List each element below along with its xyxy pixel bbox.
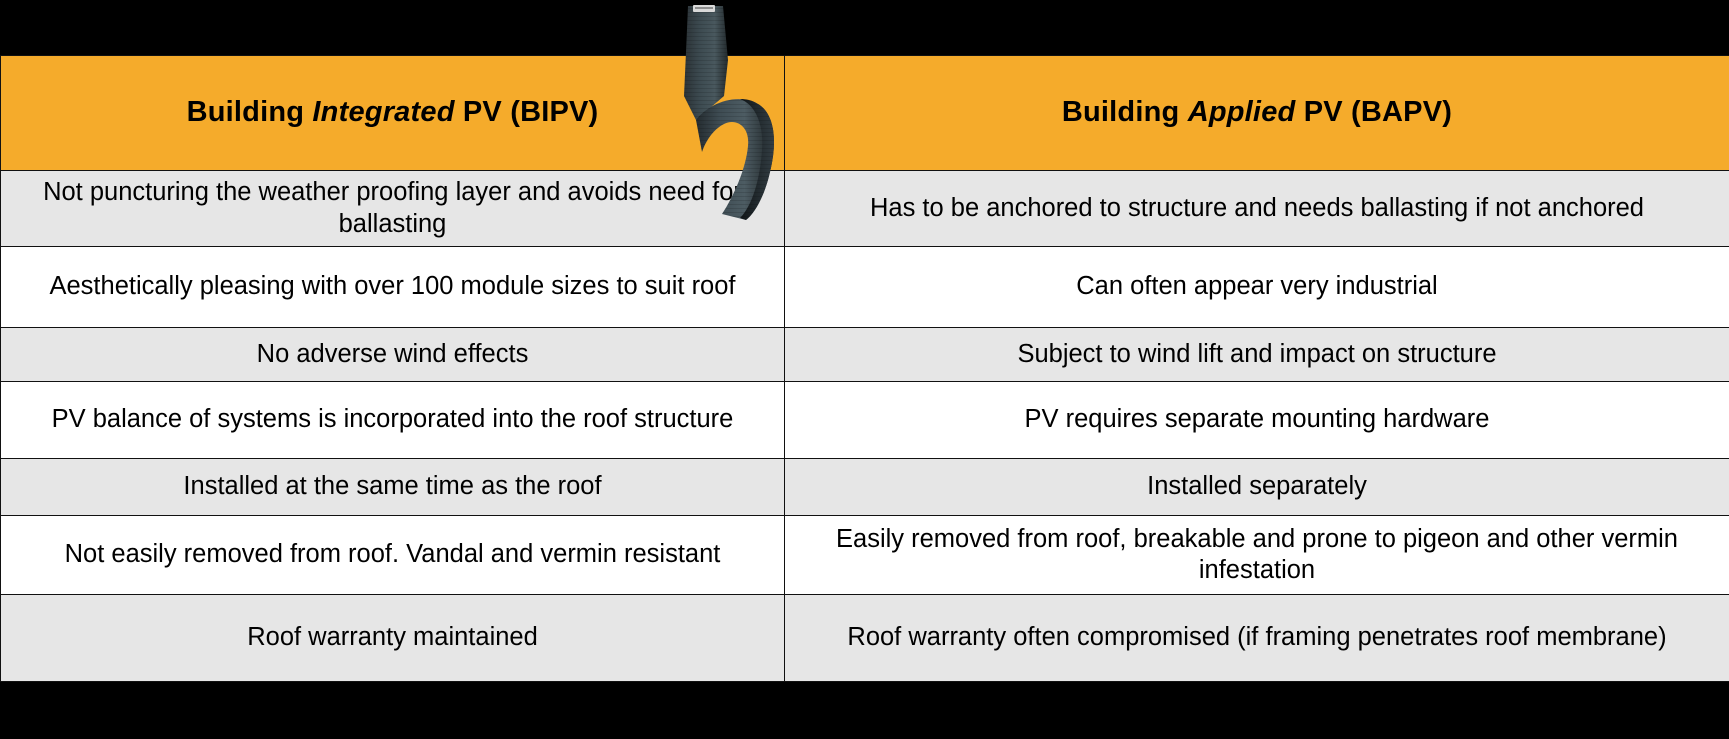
cell-bipv: Aesthetically pleasing with over 100 mod… (0, 246, 785, 328)
table-row: Not easily removed from roof. Vandal and… (0, 515, 1729, 595)
cell-bapv: Subject to wind lift and impact on struc… (784, 327, 1729, 382)
table-header: Building Integrated PV (BIPV) Building A… (0, 55, 1729, 171)
pv-module-label (693, 5, 715, 12)
cell-bapv: PV requires separate mounting hardware (784, 381, 1729, 459)
table-row: Installed at the same time as the roof I… (0, 458, 1729, 516)
column-header-bipv-suffix: PV (BIPV) (454, 96, 599, 129)
table-header-row: Building Integrated PV (BIPV) Building A… (0, 55, 1729, 171)
cell-bipv: Installed at the same time as the roof (0, 458, 785, 516)
column-header-bapv-emphasis: Applied (1187, 96, 1296, 129)
cell-bapv: Can often appear very industrial (784, 246, 1729, 328)
bipv-bapv-comparison-table: Building Integrated PV (BIPV) Building A… (0, 55, 1729, 682)
column-header-bipv: Building Integrated PV (BIPV) (0, 55, 785, 171)
table-row: PV balance of systems is incorporated in… (0, 381, 1729, 459)
column-header-bipv-emphasis: Integrated (312, 96, 455, 129)
cell-bapv: Has to be anchored to structure and need… (784, 170, 1729, 247)
column-header-bapv: Building Applied PV (BAPV) (784, 55, 1729, 171)
table-row: Aesthetically pleasing with over 100 mod… (0, 246, 1729, 328)
cell-bapv: Roof warranty often compromised (if fram… (784, 594, 1729, 682)
table-row: Roof warranty maintained Roof warranty o… (0, 594, 1729, 682)
cell-bipv: Roof warranty maintained (0, 594, 785, 682)
cell-bapv: Easily removed from roof, breakable and … (784, 515, 1729, 595)
table-body: Not puncturing the weather proofing laye… (0, 170, 1729, 682)
table-row: No adverse wind effects Subject to wind … (0, 327, 1729, 382)
pv-module-label-line (695, 7, 713, 9)
cell-bipv: Not puncturing the weather proofing laye… (0, 170, 785, 247)
cell-bipv: No adverse wind effects (0, 327, 785, 382)
cell-bapv: Installed separately (784, 458, 1729, 516)
table-row: Not puncturing the weather proofing laye… (0, 170, 1729, 247)
column-header-bapv-prefix: Building (1061, 96, 1188, 129)
column-header-bipv-prefix: Building (186, 96, 313, 129)
cell-bipv: PV balance of systems is incorporated in… (0, 381, 785, 459)
cell-bipv: Not easily removed from roof. Vandal and… (0, 515, 785, 595)
column-header-bapv-suffix: PV (BAPV) (1295, 96, 1453, 129)
